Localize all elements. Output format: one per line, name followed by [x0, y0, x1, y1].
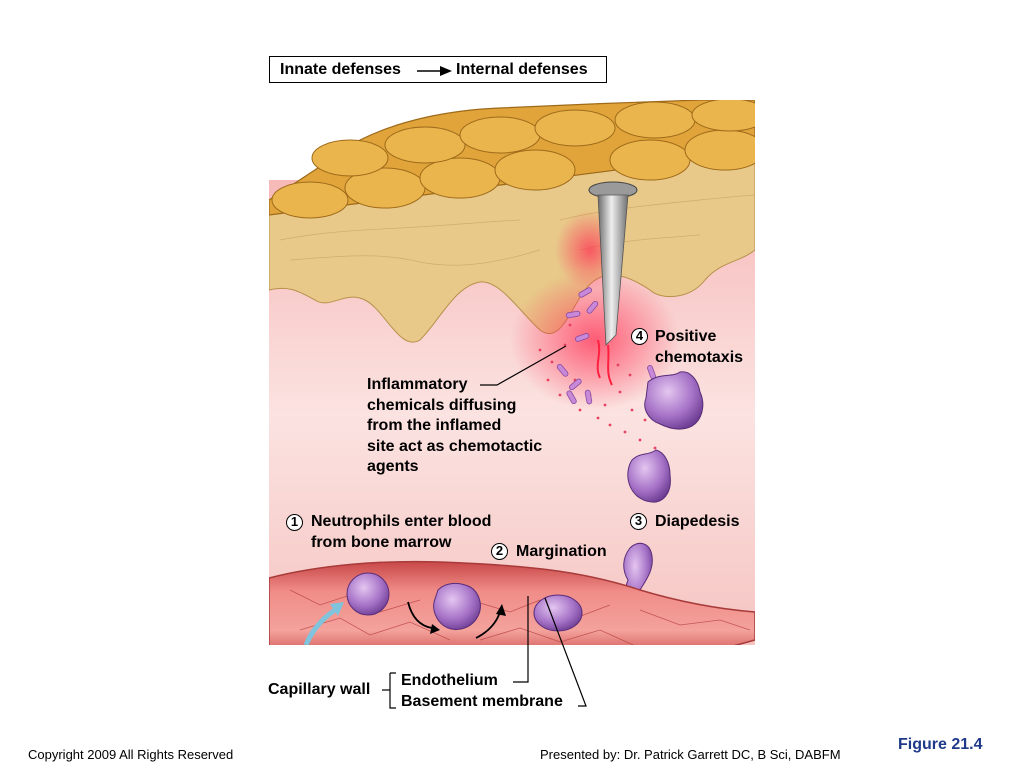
chemicals-line-1: Inflammatory [367, 376, 468, 393]
step-1-line-2: from bone marrow [311, 533, 452, 551]
inflammation-glow [510, 270, 680, 410]
chemicals-line-5: agents [367, 458, 419, 475]
step-1-label: Neutrophils enter blood from bone marrow [311, 512, 491, 553]
chemicals-line-2: chemicals diffusing [367, 396, 517, 414]
defense-header: Innate defenses Internal defenses [269, 56, 607, 83]
figure-label: Figure 21.4 [898, 736, 983, 753]
header-internal-defenses: Internal defenses [456, 61, 588, 78]
leader-lines [382, 345, 587, 709]
step-3-badge: 3 [630, 513, 647, 530]
endothelium-label: Endothelium [401, 672, 498, 689]
copyright-text: Copyright 2009 All Rights Reserved [28, 747, 234, 762]
chemicals-line-4: site act as chemotactic [367, 437, 543, 455]
chemicals-line-3: from the inflamed [367, 417, 502, 434]
step-4-label: Positive chemotaxis [655, 327, 743, 368]
step-3-label: Diapedesis [655, 513, 740, 530]
step-1-line-1: Neutrophils enter blood [311, 513, 492, 530]
header-innate-defenses: Innate defenses [280, 61, 401, 78]
presenter-text: Presented by: Dr. Patrick Garrett DC, B … [540, 747, 841, 762]
step-4-line-2: chemotaxis [655, 348, 744, 366]
basement-membrane-label: Basement membrane [401, 693, 563, 710]
bacteria [556, 287, 656, 405]
capillary-wall-label: Capillary wall [268, 681, 371, 698]
chemical-particles [538, 323, 657, 450]
step-2-label: Margination [516, 543, 607, 560]
neutrophil-in-blood [346, 572, 583, 632]
header-arrow [417, 66, 452, 76]
nail [588, 181, 638, 386]
step-2-badge: 2 [491, 543, 508, 560]
neutrophil-chemotaxis [627, 371, 704, 503]
step-1-badge: 1 [286, 514, 303, 531]
capillary [269, 560, 755, 645]
step-4-line-1: Positive [655, 328, 717, 345]
step-4-badge: 4 [631, 328, 648, 345]
inflammatory-chemicals-label: Inflammatory chemicals diffusing from th… [367, 375, 542, 478]
margination-arrows [407, 601, 501, 639]
